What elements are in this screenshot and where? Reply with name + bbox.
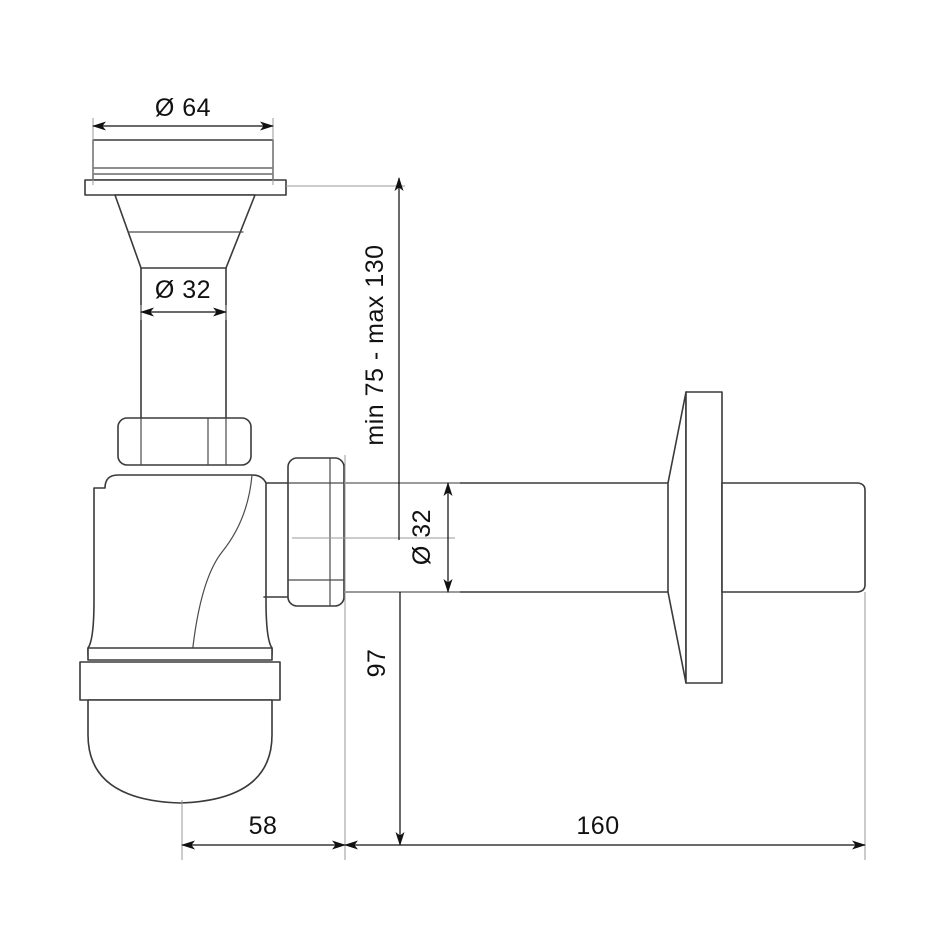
dimension-outlet-pipe-diameter: Ø 32: [408, 482, 453, 593]
dim-label-160: 160: [576, 812, 619, 840]
trap-body-shell: [87, 474, 273, 656]
nut-body: [117, 417, 252, 466]
cup-bowl: [87, 699, 273, 804]
inlet-flange-rim: [84, 179, 287, 196]
cup-collar: [79, 661, 281, 701]
dim-label-o32-outlet: Ø 32: [408, 509, 436, 565]
trap-cup-assembly: [79, 647, 281, 804]
dim-label-height-adjust: min 75 - max 130: [361, 244, 389, 445]
inlet-flange-assembly: [84, 139, 287, 196]
dimension-annotations: Ø 64 Ø 32 min 75 - max 130 Ø 32 97: [92, 94, 866, 850]
trap-internal-baffle: [191, 474, 253, 656]
outlet-nut-body: [287, 457, 345, 607]
dim-label-58: 58: [249, 812, 278, 840]
wall-escutcheon: [667, 391, 723, 684]
escutcheon-plate: [685, 391, 723, 684]
dim-label-97: 97: [363, 649, 391, 678]
outlet-compression-nut: [287, 457, 345, 607]
dim-label-o32-inlet: Ø 32: [155, 276, 211, 304]
dimension-inlet-flange-diameter: Ø 64: [92, 94, 274, 131]
inlet-tube: [140, 267, 227, 419]
inlet-reducer-cone: [114, 194, 256, 269]
dimension-trap-offset: 58: [181, 812, 346, 850]
wall-pipe-tail: [721, 482, 866, 593]
dimension-outlet-length: 160: [344, 812, 866, 850]
wall-pipe-tail-body: [721, 482, 866, 593]
cup-seal-ring: [87, 647, 273, 661]
part-geometry: [79, 139, 866, 804]
inlet-compression-nut: [117, 417, 252, 466]
dim-label-o64: Ø 64: [155, 94, 211, 122]
trap-body: [87, 474, 293, 656]
dimension-outlet-height: 97: [363, 592, 405, 846]
dimension-inlet-tube-diameter: Ø 32: [140, 276, 227, 317]
extension-lines: [92, 118, 866, 860]
dimension-height-adjust: min 75 - max 130: [361, 177, 404, 540]
escutcheon-cone: [667, 391, 687, 684]
